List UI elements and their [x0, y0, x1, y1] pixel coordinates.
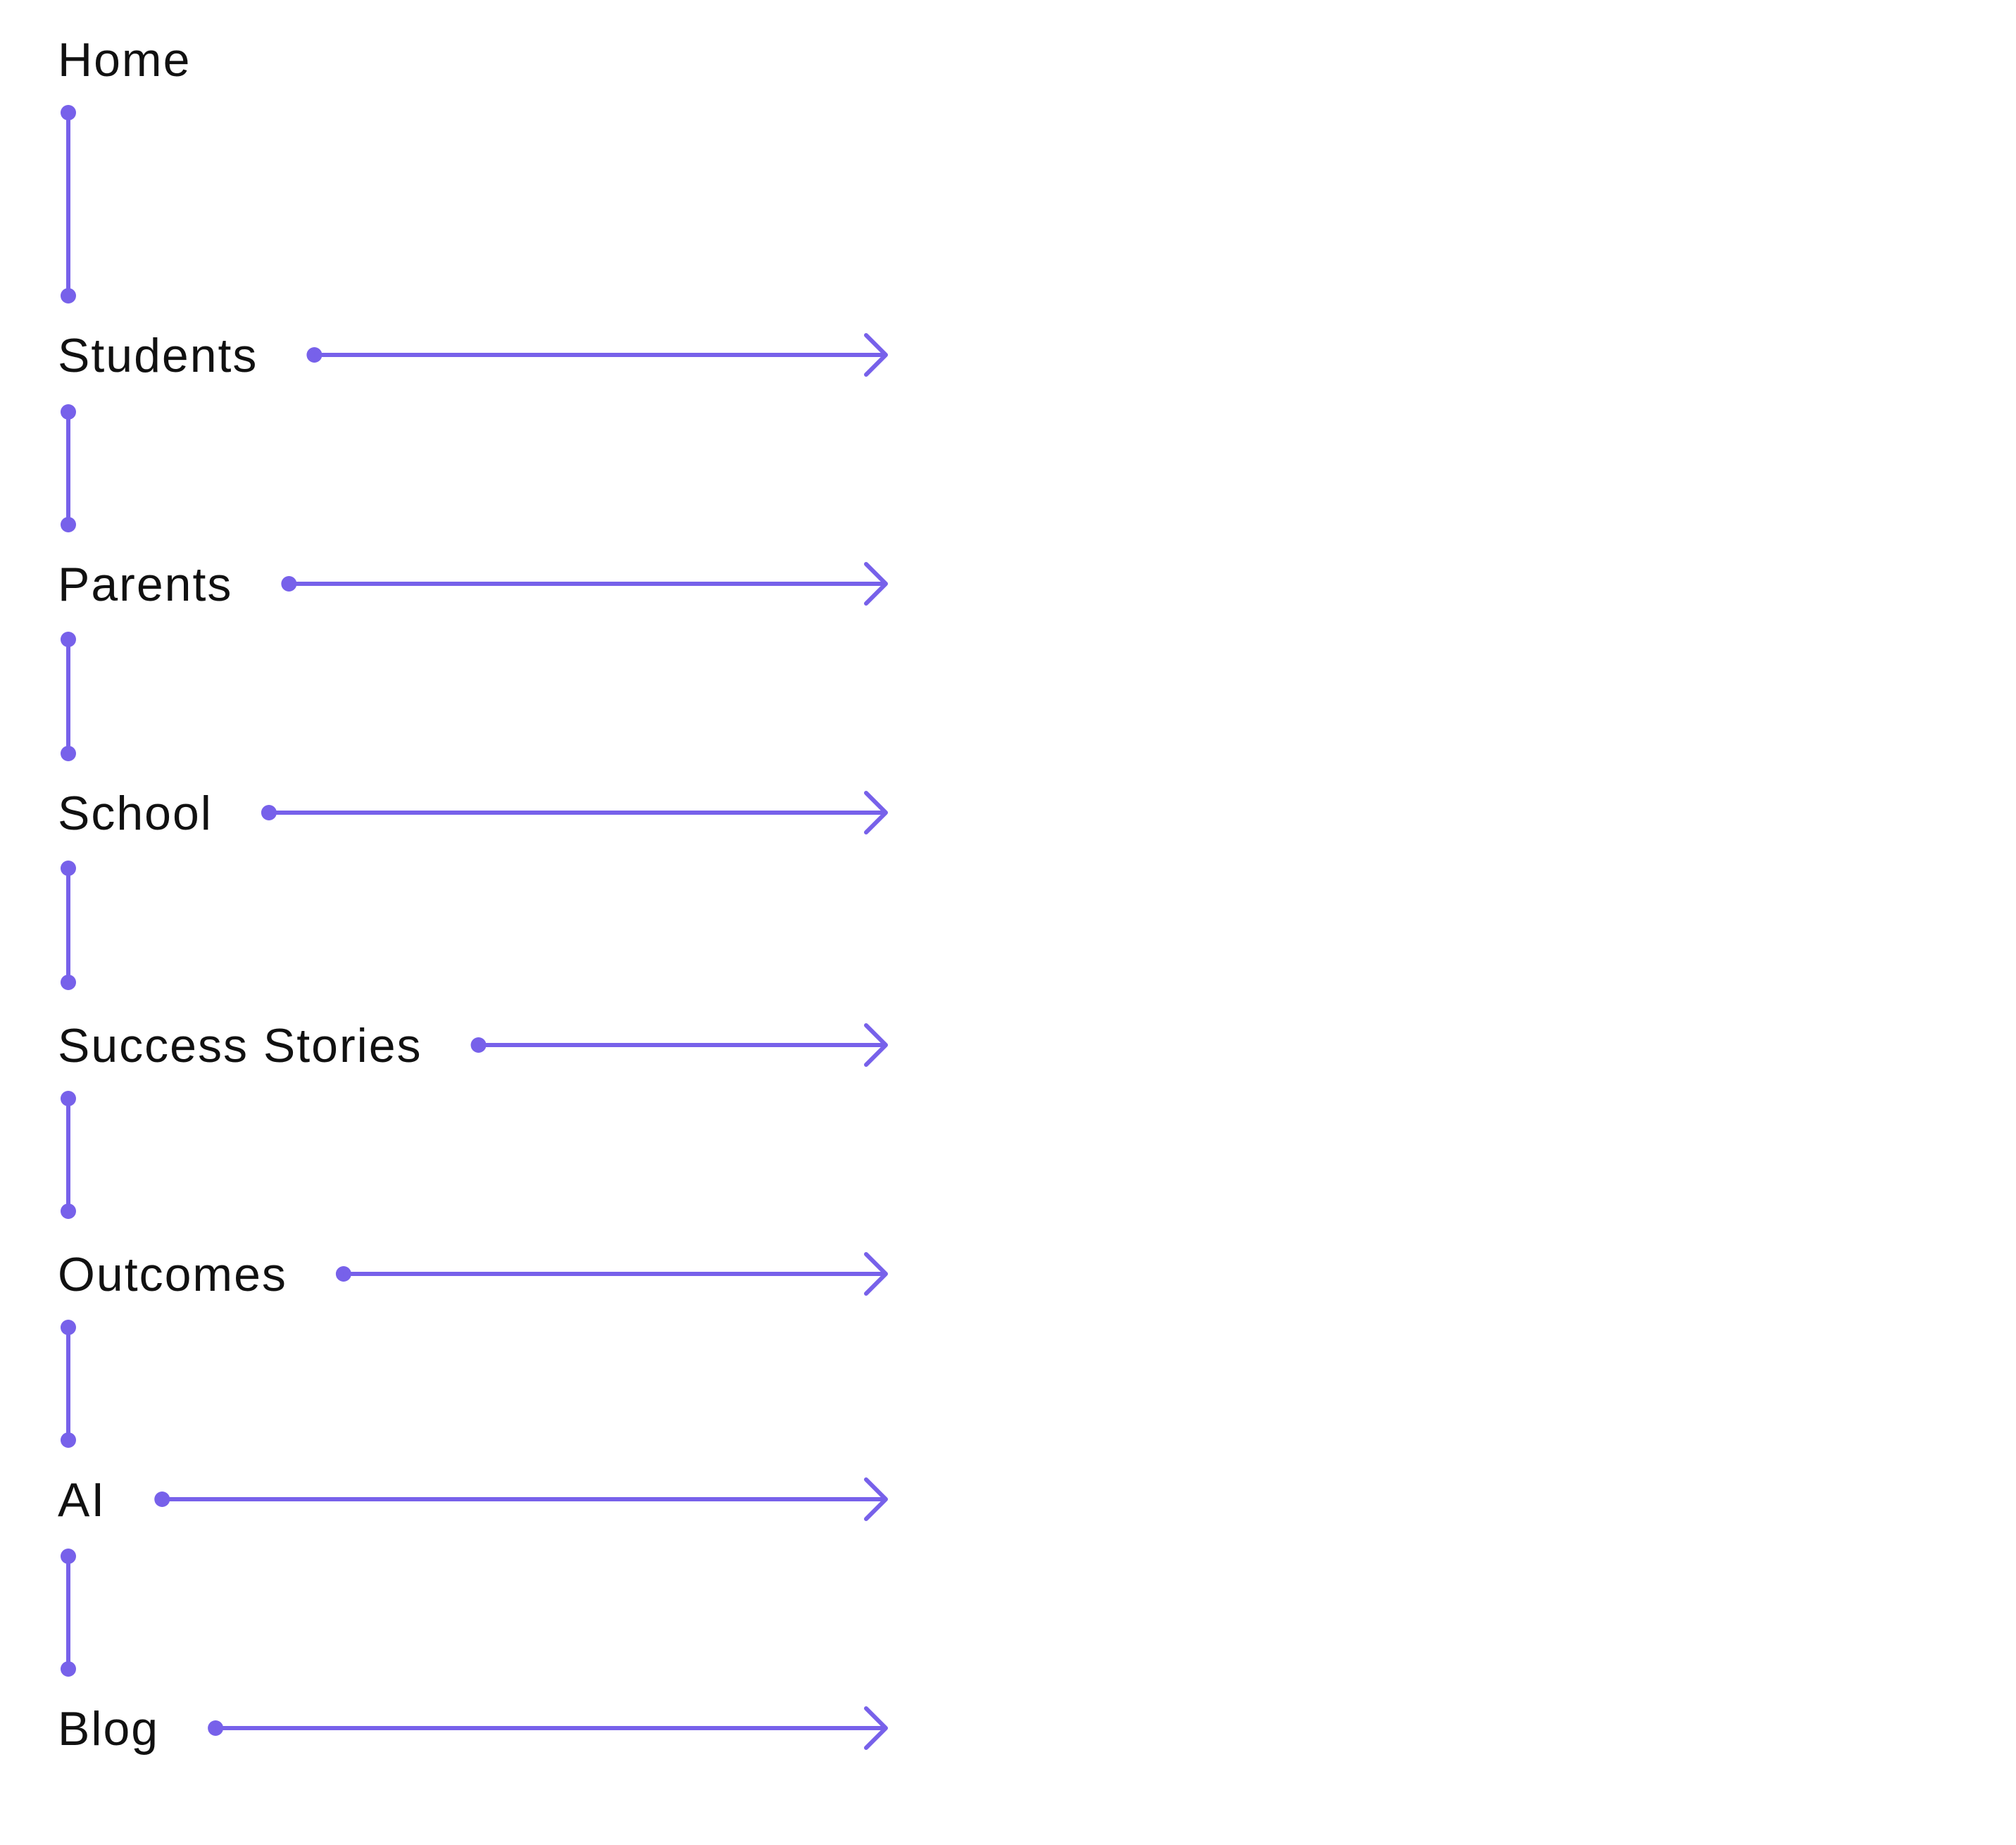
connector-dot — [61, 746, 76, 761]
node-label-outcomes[interactable]: Outcomes — [58, 1248, 287, 1301]
arrow-students[interactable] — [306, 333, 888, 377]
connector-students-to-parents — [61, 404, 76, 532]
arrow-right-icon — [864, 791, 888, 834]
arrow-ai[interactable] — [154, 1477, 888, 1521]
connector-ai-to-blog — [61, 1549, 76, 1677]
arrow-school[interactable] — [261, 791, 888, 834]
arrow-success-stories[interactable] — [470, 1023, 888, 1067]
arrow-right-icon — [864, 1477, 888, 1521]
arrow-right-icon — [864, 333, 888, 377]
arrow-parents[interactable] — [281, 562, 888, 606]
node-label-school[interactable]: School — [58, 787, 213, 840]
arrow-right-icon — [864, 562, 888, 606]
arrow-right-icon — [864, 1706, 888, 1750]
connector-dot — [61, 1661, 76, 1677]
connector-dot — [61, 1432, 76, 1448]
connector-dot — [61, 288, 76, 304]
connector-home-to-students — [61, 105, 76, 304]
arrow-blog[interactable] — [208, 1706, 888, 1750]
vertical-connectors — [61, 105, 76, 1677]
arrow-outcomes[interactable] — [335, 1252, 888, 1296]
node-label-blog[interactable]: Blog — [58, 1702, 159, 1756]
arrow-right-icon — [864, 1023, 888, 1067]
connector-dot — [61, 1320, 76, 1335]
arrow-connectors — [154, 333, 888, 1750]
connector-outcomes-to-ai — [61, 1320, 76, 1448]
node-label-ai[interactable]: AI — [58, 1473, 106, 1527]
connector-school-to-success-stories — [61, 861, 76, 990]
connector-success-stories-to-outcomes — [61, 1091, 76, 1219]
node-labels: Home Students Parents School Success Sto… — [58, 33, 422, 1756]
node-label-students[interactable]: Students — [58, 329, 258, 382]
connector-parents-to-school — [61, 632, 76, 761]
node-label-parents[interactable]: Parents — [58, 558, 232, 611]
connector-dot — [61, 105, 76, 120]
connector-dot — [61, 517, 76, 532]
connector-dot — [61, 1091, 76, 1106]
connector-dot — [61, 861, 76, 876]
connector-dot — [61, 632, 76, 647]
connector-dot — [61, 404, 76, 420]
node-label-success-stories[interactable]: Success Stories — [58, 1019, 422, 1072]
node-label-home[interactable]: Home — [58, 33, 191, 87]
connector-dot — [61, 1549, 76, 1564]
connector-dot — [61, 975, 76, 990]
connector-dot — [61, 1203, 76, 1219]
arrow-right-icon — [864, 1252, 888, 1296]
